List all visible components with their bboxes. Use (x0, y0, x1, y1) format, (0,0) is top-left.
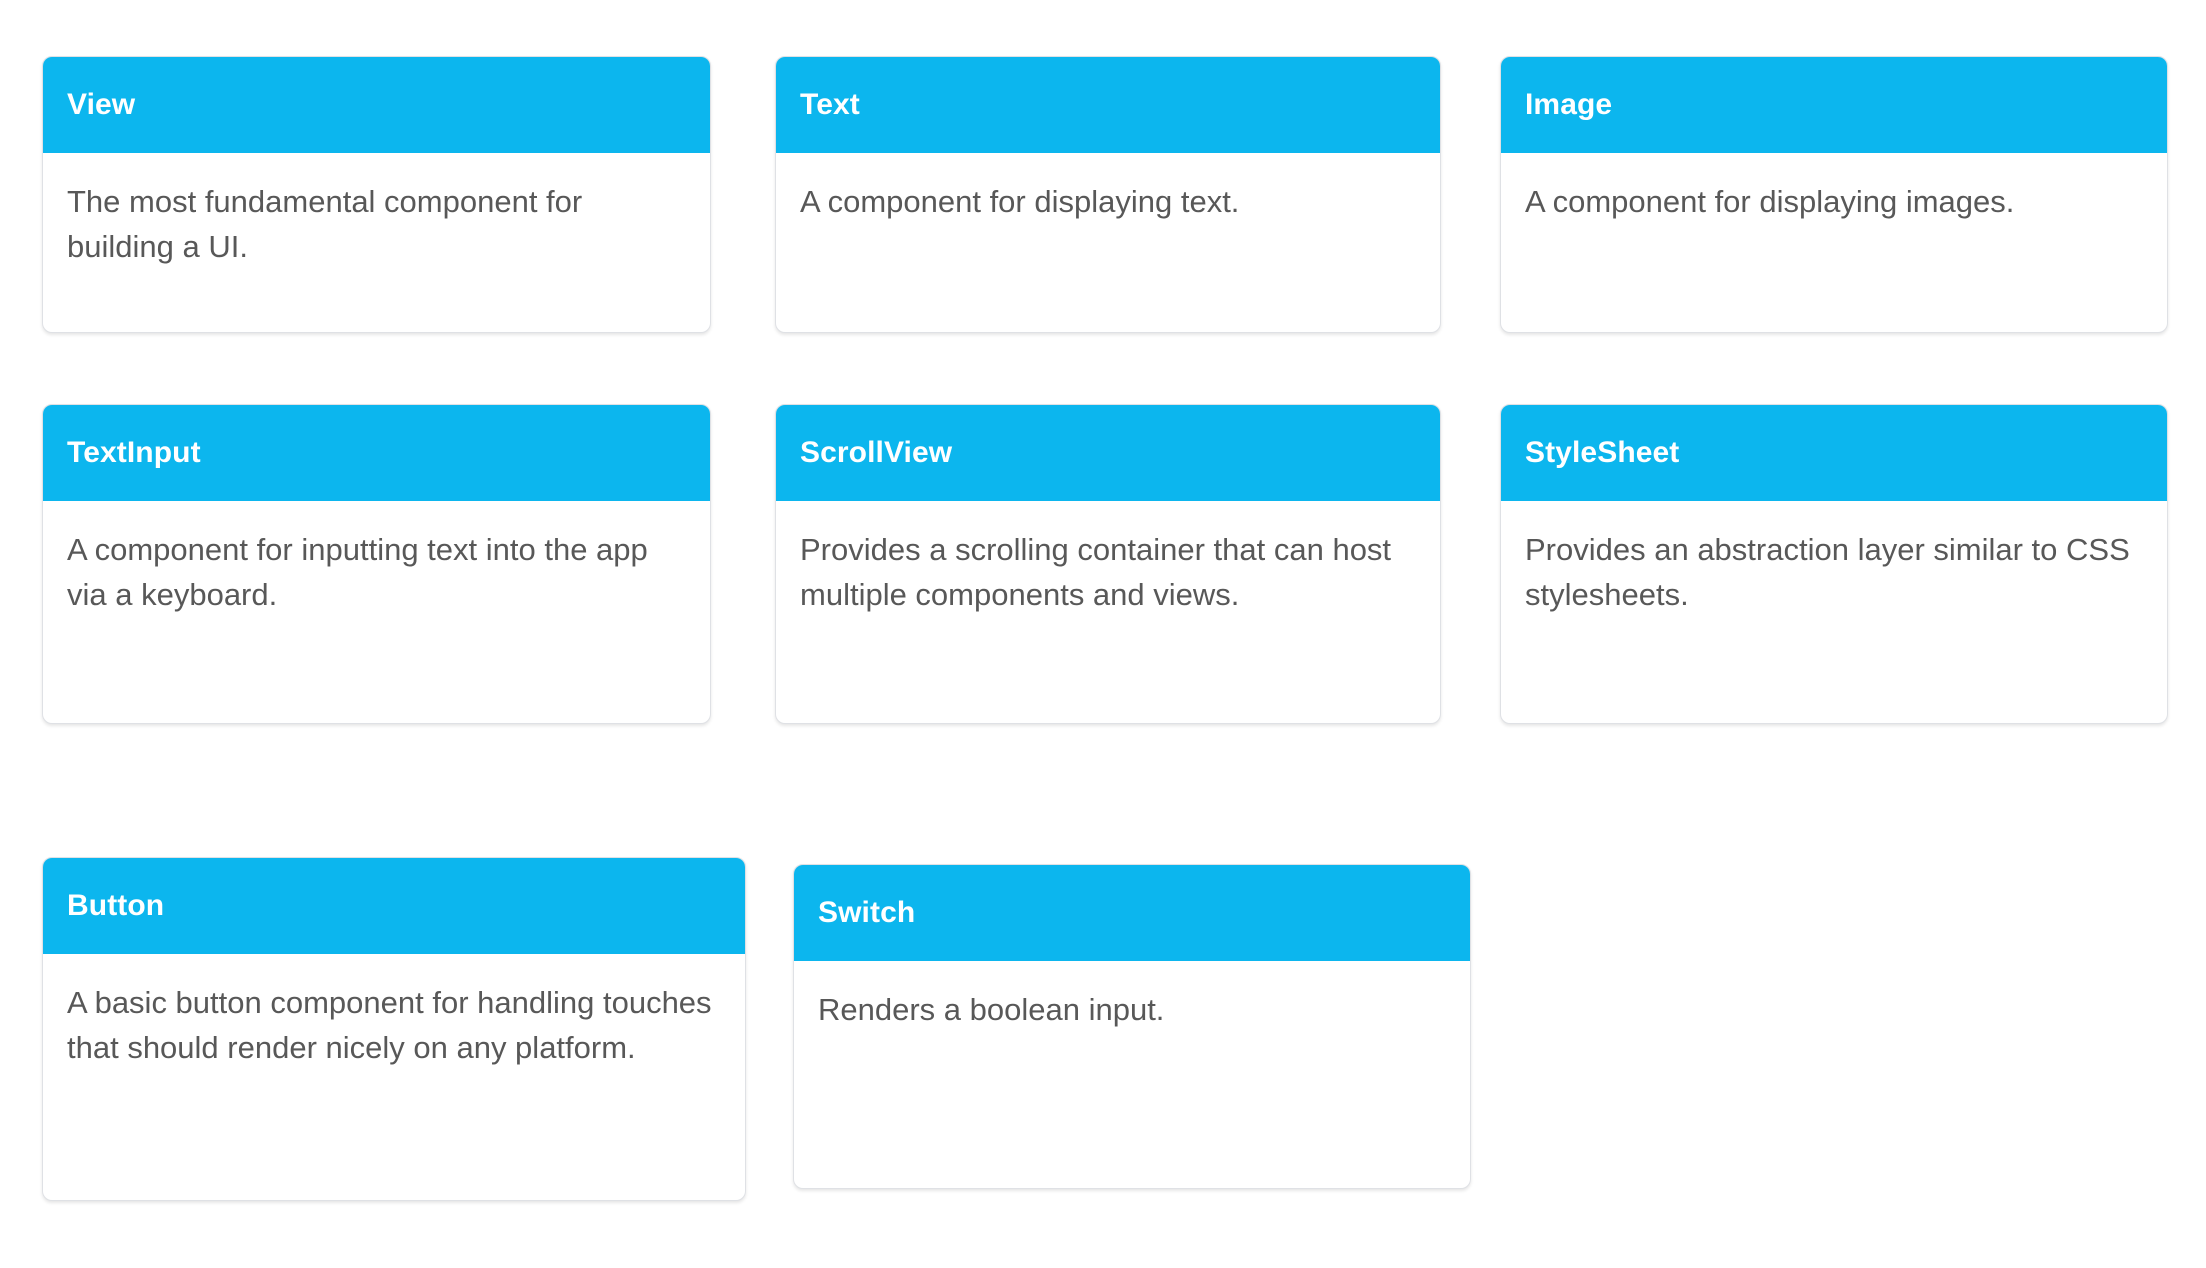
card-description-stylesheet: Provides an abstraction layer similar to… (1525, 532, 2130, 613)
card-title-scrollview: ScrollView (800, 436, 953, 469)
card-header-text: Text (776, 57, 1440, 153)
card-title-text: Text (800, 88, 860, 121)
component-card-scrollview[interactable]: ScrollView Provides a scrolling containe… (775, 404, 1441, 724)
card-body-switch: Renders a boolean input. (794, 961, 1470, 1052)
card-header-view: View (43, 57, 710, 153)
component-card-textinput[interactable]: TextInput A component for inputting text… (42, 404, 711, 724)
card-body-button: A basic button component for handling to… (43, 954, 745, 1091)
card-description-scrollview: Provides a scrolling container that can … (800, 532, 1392, 613)
card-header-image: Image (1501, 57, 2167, 153)
component-card-image[interactable]: Image A component for displaying images. (1500, 56, 2168, 333)
card-body-textinput: A component for inputting text into the … (43, 501, 710, 638)
component-card-view[interactable]: View The most fundamental component for … (42, 56, 711, 333)
component-card-text[interactable]: Text A component for displaying text. (775, 56, 1441, 333)
card-description-button: A basic button component for handling to… (67, 985, 712, 1066)
card-title-view: View (67, 88, 136, 121)
card-title-button: Button (67, 889, 165, 922)
card-body-image: A component for displaying images. (1501, 153, 2167, 244)
card-body-text: A component for displaying text. (776, 153, 1440, 244)
component-card-button[interactable]: Button A basic button component for hand… (42, 857, 746, 1201)
card-title-textinput: TextInput (67, 436, 201, 469)
card-description-switch: Renders a boolean input. (818, 992, 1165, 1027)
card-description-textinput: A component for inputting text into the … (67, 532, 648, 613)
card-body-view: The most fundamental component for build… (43, 153, 710, 290)
component-card-stylesheet[interactable]: StyleSheet Provides an abstraction layer… (1500, 404, 2168, 724)
component-card-switch[interactable]: Switch Renders a boolean input. (793, 864, 1471, 1189)
card-title-image: Image (1525, 88, 1613, 121)
card-body-scrollview: Provides a scrolling container that can … (776, 501, 1440, 638)
card-title-stylesheet: StyleSheet (1525, 436, 1680, 469)
card-description-image: A component for displaying images. (1525, 184, 2015, 219)
card-header-button: Button (43, 858, 745, 954)
card-body-stylesheet: Provides an abstraction layer similar to… (1501, 501, 2167, 638)
card-header-scrollview: ScrollView (776, 405, 1440, 501)
card-header-textinput: TextInput (43, 405, 710, 501)
card-header-switch: Switch (794, 865, 1470, 961)
card-description-text: A component for displaying text. (800, 184, 1240, 219)
card-description-view: The most fundamental component for build… (67, 184, 583, 265)
card-title-switch: Switch (818, 896, 916, 929)
card-header-stylesheet: StyleSheet (1501, 405, 2167, 501)
